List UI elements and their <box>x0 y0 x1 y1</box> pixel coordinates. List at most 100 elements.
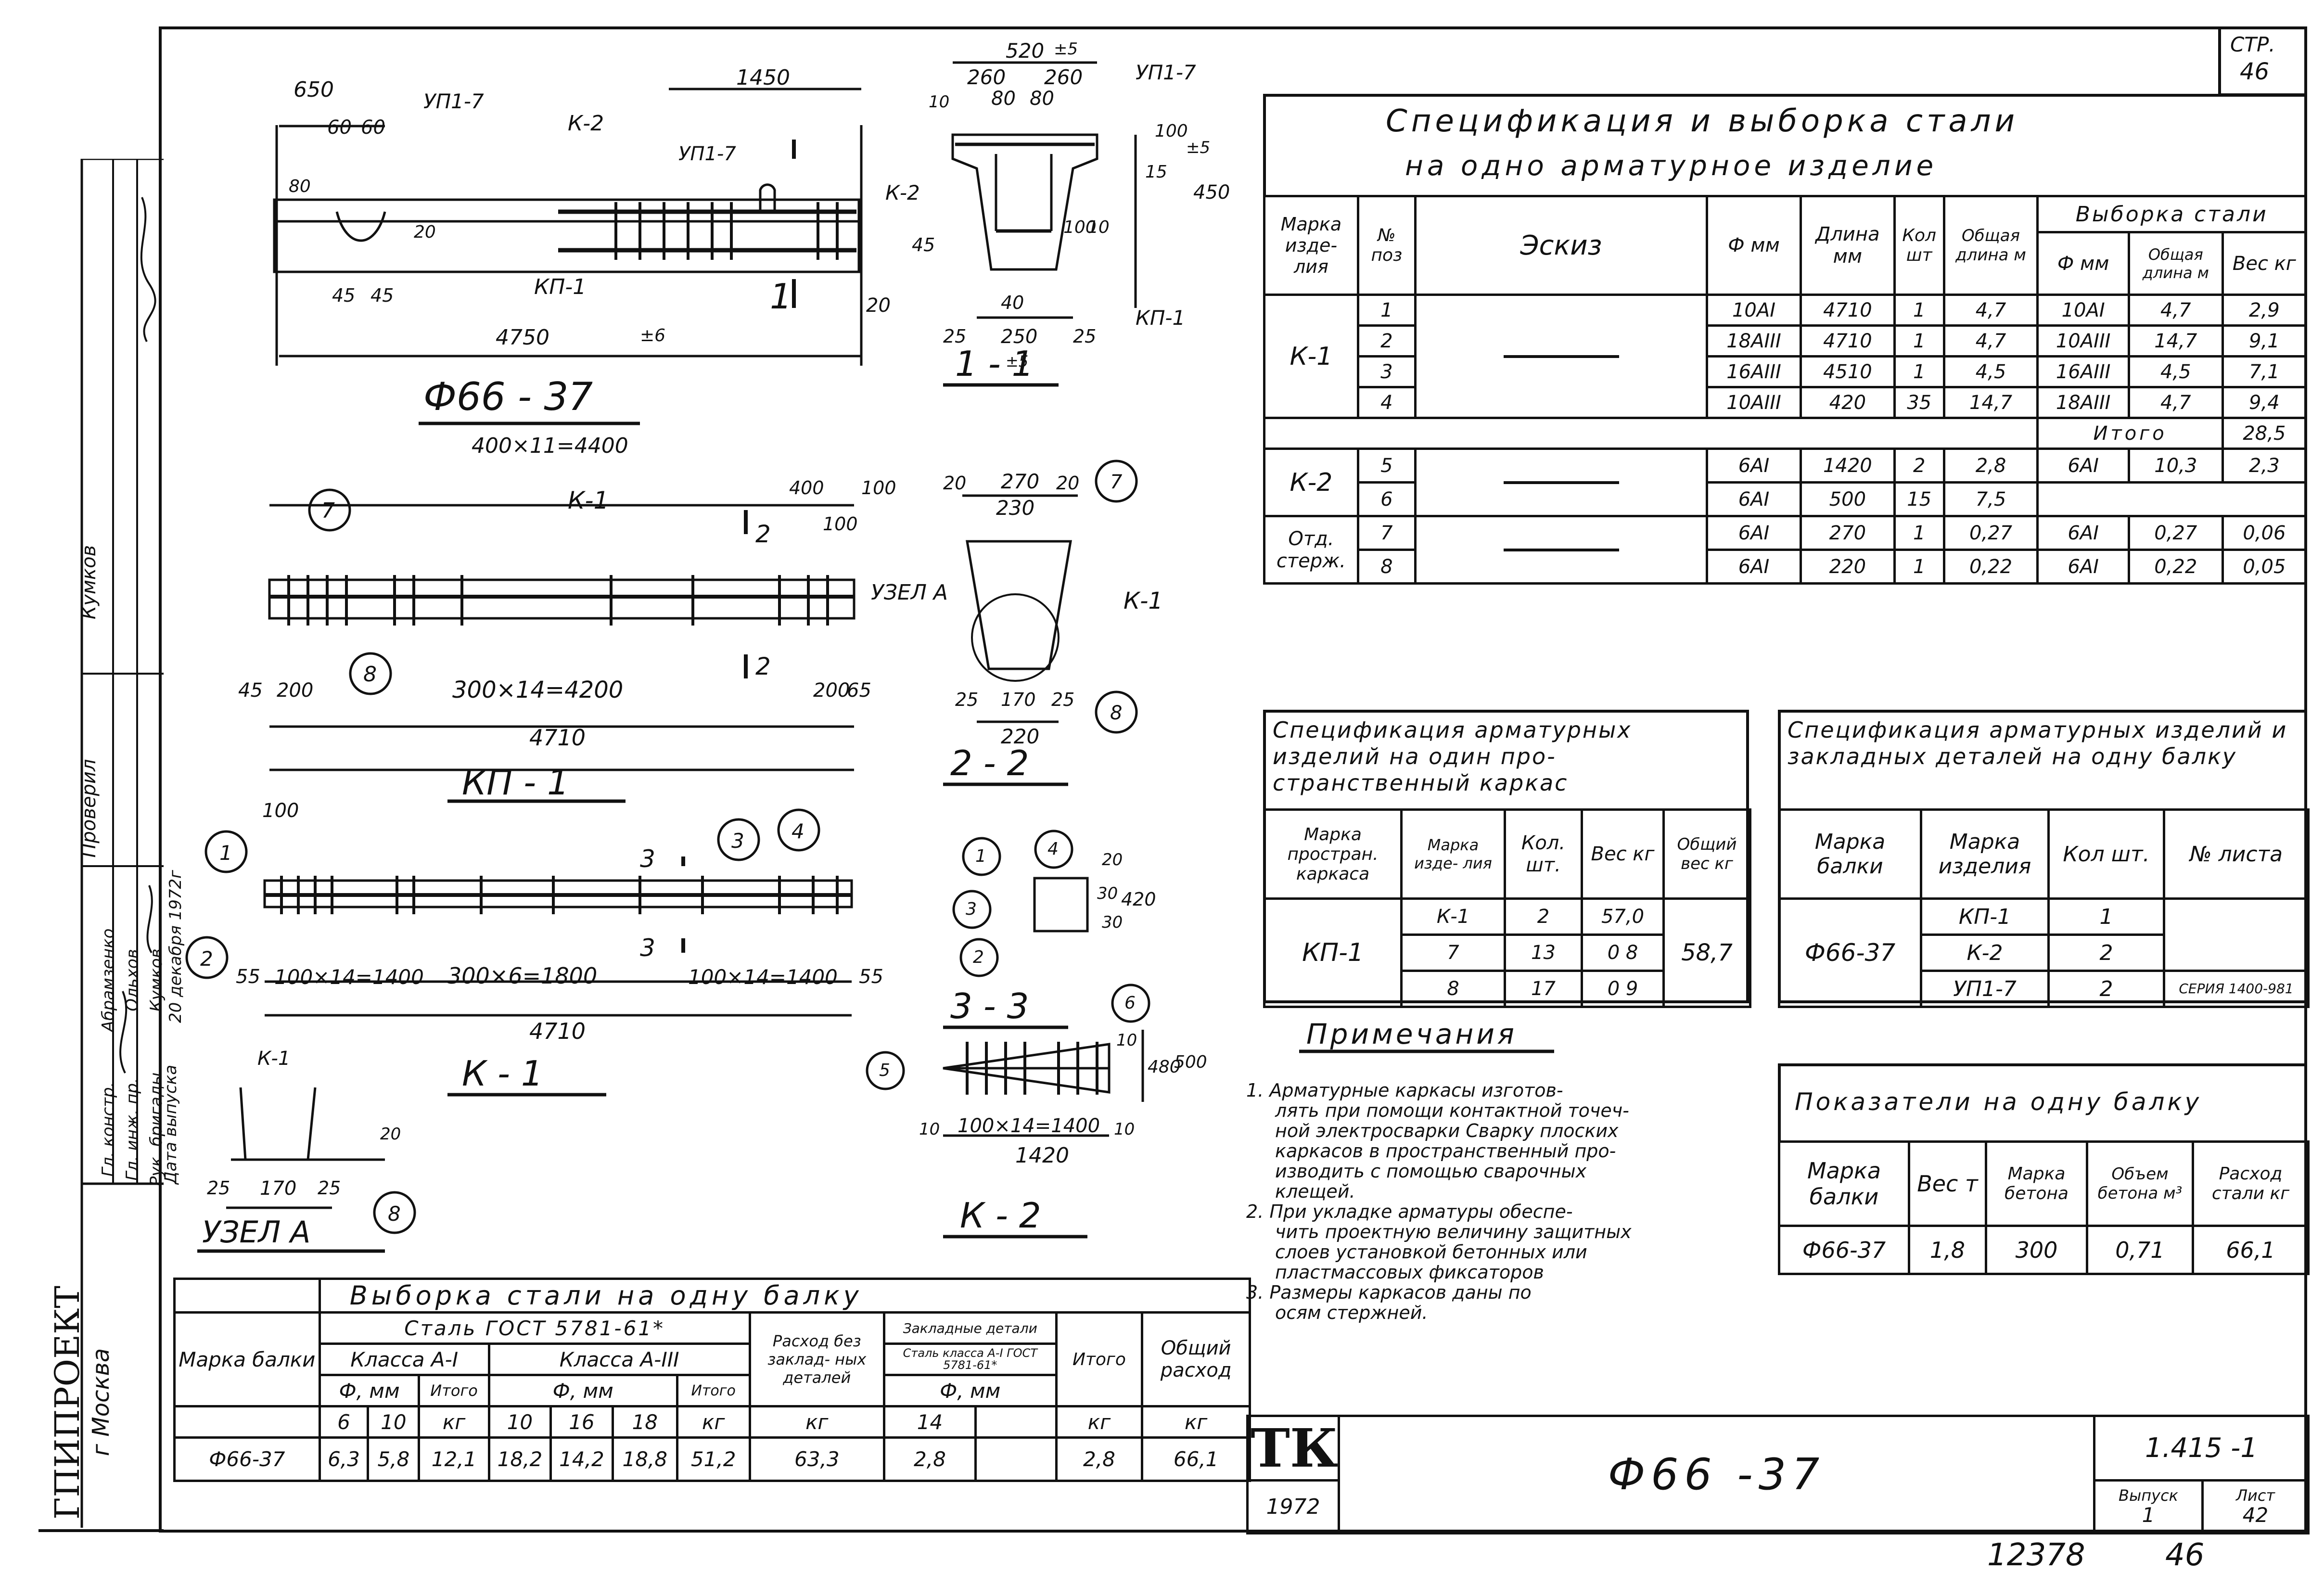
dim: 80 <box>1030 88 1054 110</box>
cell: 0 8 <box>1581 933 1665 972</box>
cell: 1 <box>1356 294 1417 327</box>
dim: 250 <box>1001 326 1038 348</box>
dim: 100×14=1400 <box>274 965 424 989</box>
section22-outline <box>966 540 1072 670</box>
cell: 18,8 <box>611 1436 678 1482</box>
section22-title: 2 - 2 <box>950 743 1029 783</box>
dim: УП1-7 <box>423 89 484 113</box>
cell: 6АI <box>2036 447 2130 484</box>
dim: 7 <box>321 499 335 523</box>
cell: 14 <box>882 1405 977 1439</box>
dim: 1 <box>975 846 986 866</box>
cell: 5,8 <box>367 1436 421 1482</box>
cell: 6АI <box>1706 549 1802 585</box>
dim: 20 <box>1102 850 1123 869</box>
dim: 60 <box>361 116 385 139</box>
cell: 16АIII <box>2036 355 2130 388</box>
cell: 18,2 <box>487 1436 552 1482</box>
note-line: 3. Размеры каркасов даны по <box>1246 1282 1532 1303</box>
note-line: ной электросварки Сварку плоских <box>1275 1120 1619 1141</box>
ss-h-class3: Класса А-III <box>487 1342 751 1376</box>
dim: 20 <box>380 1125 401 1144</box>
dim: 25 <box>318 1177 341 1199</box>
cell: 270 <box>1799 515 1896 551</box>
cell: 10 <box>487 1405 552 1439</box>
dim: 260 <box>1044 65 1083 89</box>
dim: 100 <box>262 800 299 822</box>
dim: 300×6=1800 <box>447 963 598 989</box>
cell: 1 <box>1893 324 1945 358</box>
cell: 10АIII <box>1706 386 1802 419</box>
cell: 9,4 <box>2221 386 2308 419</box>
dim: 170 <box>1001 689 1036 710</box>
dim: КП-1 <box>534 275 587 299</box>
dim: 1 <box>770 276 792 317</box>
cell: кг <box>748 1405 885 1439</box>
title-block: ТК Ф66 -37 1.415 -1 1972 Выпуск 1 Лист 4… <box>1246 1415 2310 1534</box>
dim: 40 <box>1001 292 1024 313</box>
cell: 420 <box>1799 386 1896 419</box>
issue: 1 <box>2142 1503 2155 1527</box>
cell: 2,8 <box>882 1436 977 1482</box>
sb-h-item: Марка изделия <box>1920 808 2050 900</box>
cell: 13 <box>1504 933 1583 972</box>
issue-cell: Выпуск 1 <box>2093 1479 2204 1534</box>
cell: 2,8 <box>1942 447 2039 484</box>
cell: 6 <box>318 1405 370 1439</box>
cell: 7,5 <box>1942 481 2039 517</box>
dim: 100×14=1400 <box>688 965 838 989</box>
dim: 100 <box>1155 121 1188 141</box>
cell: 10 <box>367 1405 421 1439</box>
cell: 1,8 <box>1908 1225 1987 1275</box>
section11-title: 1 - 1 <box>955 344 1034 384</box>
cell: 57,0 <box>1581 897 1665 936</box>
cell: 18АIII <box>1706 324 1802 358</box>
h-qty: Кол шт <box>1893 195 1945 296</box>
dim: 100×14=1400 <box>958 1115 1100 1137</box>
cell: 17 <box>1504 970 1583 1008</box>
h-sel: Выборка стали <box>2036 195 2307 233</box>
sf-frame-mark: КП-1 <box>1263 897 1403 1008</box>
cell: кг <box>418 1405 490 1439</box>
cell: 10АI <box>1706 294 1802 327</box>
cell: 0,22 <box>2127 549 2224 585</box>
ss-h-total: Общий расход <box>1141 1311 1251 1407</box>
series: 1.415 -1 <box>2093 1415 2310 1482</box>
ss-h-dia3: Ф, мм <box>487 1374 678 1407</box>
dim: 6 <box>1124 993 1136 1013</box>
ind-h-concrete: Марка бетона <box>1985 1140 2088 1227</box>
ss-h-mark: Марка балки <box>173 1311 321 1407</box>
dim: 100 <box>1063 217 1097 237</box>
sb-h-qty: Кол шт. <box>2047 808 2165 900</box>
cell <box>1263 418 2039 449</box>
page-number: 46 <box>2240 58 2270 85</box>
dim: 650 <box>294 77 334 102</box>
cell: 7 <box>1356 515 1417 551</box>
dim: 25 <box>1073 326 1097 347</box>
k2-title: К - 2 <box>960 1195 1041 1236</box>
steel-selection-table: Выборка стали на одну балку Марка балки … <box>173 1278 1251 1482</box>
dim: 3 <box>731 829 744 853</box>
indicators-table: Марка балки Вес т Марка бетона Объем бет… <box>1778 1140 2310 1275</box>
cell: 8 <box>1400 970 1506 1008</box>
ind-h-steel: Расход стали кг <box>2192 1140 2310 1227</box>
dim: К-2 <box>568 111 604 136</box>
ss-h-steel: Сталь ГОСТ 5781-61* <box>318 1311 751 1345</box>
h-sel-dia: Ф мм <box>2036 231 2130 296</box>
mark-loose: Отд. стерж. <box>1263 515 1359 585</box>
cell: 4,5 <box>2127 355 2224 388</box>
cell: 2 <box>2047 970 2165 1008</box>
cell: 18АIII <box>2036 386 2130 419</box>
ss-mark-spacer <box>173 1406 321 1439</box>
cell: 10,3 <box>2127 447 2224 484</box>
cell: Ф66-37 <box>173 1436 321 1482</box>
cell: 4,7 <box>2127 294 2224 327</box>
ss-title: Выборка стали на одну балку <box>318 1278 1251 1314</box>
cell: 300 <box>1985 1225 2088 1275</box>
dim: 1450 <box>736 65 790 90</box>
dim: 10 <box>1087 217 1110 237</box>
dim: 200 <box>813 679 850 702</box>
kp1-frame <box>268 578 856 620</box>
cell: 0,27 <box>1942 515 2039 551</box>
note-line: изводить с помощью сварочных <box>1275 1161 1587 1182</box>
